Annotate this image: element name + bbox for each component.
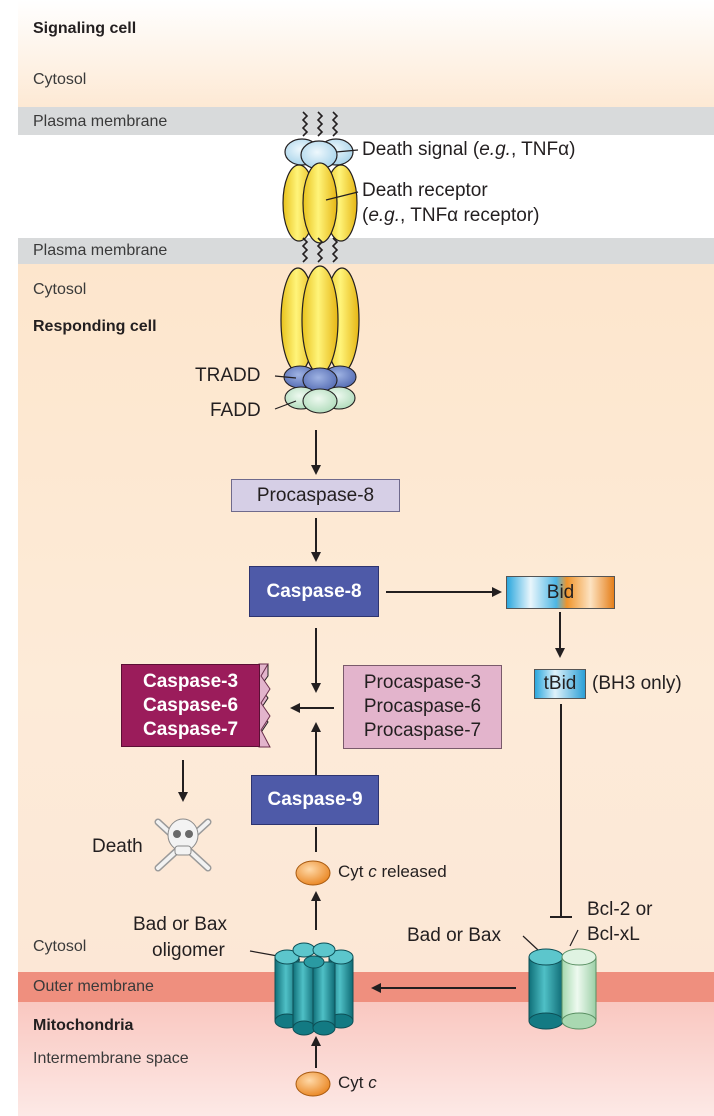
caspase8-box: Caspase-8 xyxy=(249,566,379,617)
caspase3-label: Caspase-3 xyxy=(142,670,239,692)
procaspase7-label: Procaspase-7 xyxy=(363,720,482,741)
intermembrane-space-label: Intermembrane space xyxy=(33,1050,189,1067)
cytosol-top-label: Cytosol xyxy=(33,71,87,88)
bad-bax-oligomer-label-line1: Bad or Bax xyxy=(133,914,227,935)
caspase9-box: Caspase-9 xyxy=(251,775,379,825)
mitochondria-region xyxy=(18,1002,714,1116)
caspase7-label: Caspase-7 xyxy=(142,718,239,740)
cleavage-zigzag-icon xyxy=(258,663,271,748)
cytosol-low-label: Cytosol xyxy=(33,938,87,955)
tradd-protein-icon xyxy=(283,365,357,393)
intercellular-space xyxy=(18,135,714,238)
signaling-cell-cytosol-region xyxy=(18,0,714,107)
cytosol-mid-label: Cytosol xyxy=(33,281,87,298)
death-receptor-leader xyxy=(325,191,359,201)
fadd-label: FADD xyxy=(210,400,261,421)
caspase6-label: Caspase-6 xyxy=(142,694,239,716)
plasma-membrane-top-label: Plasma membrane xyxy=(33,113,168,130)
bh3-only-label: (BH3 only) xyxy=(592,673,682,694)
bcl2-label-line1: Bcl-2 or xyxy=(587,899,653,920)
signaling-cell-label: Signaling cell xyxy=(33,20,137,37)
bid-box: Bid xyxy=(506,576,615,609)
plasma-membrane-bottom-label: Plasma membrane xyxy=(33,242,168,259)
caspase8-label: Caspase-8 xyxy=(266,580,362,602)
death-label: Death xyxy=(92,836,143,857)
fadd-protein-icon xyxy=(284,386,356,414)
death-receptor-intracellular-icon xyxy=(280,265,360,375)
death-receptor-extracellular-icon xyxy=(282,162,358,244)
fadd-leader xyxy=(274,400,297,410)
bad-or-bax-label: Bad or Bax xyxy=(407,925,501,946)
bcl2-label-line2: Bcl-xL xyxy=(587,924,640,945)
responding-cell-cytosol-region xyxy=(18,264,714,972)
skull-crossbones-icon xyxy=(154,818,212,872)
tbid-box: tBid xyxy=(534,669,586,699)
responding-cell-label: Responding cell xyxy=(33,318,157,335)
death-signal-leader xyxy=(335,149,359,153)
tradd-leader xyxy=(274,375,297,379)
procaspases-357-box: Procaspase-3 Procaspase-6 Procaspase-7 xyxy=(343,665,502,749)
tradd-label: TRADD xyxy=(195,365,261,386)
mitochondria-label: Mitochondria xyxy=(33,1017,134,1034)
outer-membrane-label: Outer membrane xyxy=(33,978,154,995)
executioner-caspases-box: Caspase-3 Caspase-6 Caspase-7 xyxy=(121,664,260,747)
caspase9-label: Caspase-9 xyxy=(267,789,363,810)
bad-bax-oligomer-label-line2: oligomer xyxy=(152,940,225,961)
procaspase8-label: Procaspase-8 xyxy=(256,484,375,506)
bad-bax-oligomer-pore-icon xyxy=(274,942,354,1036)
cyt-c-icon xyxy=(295,1071,331,1097)
death-receptor-label: Death receptor xyxy=(362,180,488,201)
procaspase6-label: Procaspase-6 xyxy=(363,696,482,717)
bid-label: Bid xyxy=(546,581,575,603)
membrane-anchor-squiggles-bottom xyxy=(301,237,339,263)
bad-bax-leader xyxy=(522,935,539,951)
cyt-c-label: Cyt c xyxy=(338,1073,377,1092)
membrane-anchor-squiggles-top xyxy=(301,111,339,137)
death-signal-label: Death signal (e.g., TNFα) xyxy=(362,139,576,160)
cyt-c-released-label: Cyt c released xyxy=(338,862,447,881)
bcl2-leader xyxy=(569,929,579,947)
plasma-membrane-top-band xyxy=(18,107,714,135)
cyt-c-released-icon xyxy=(295,860,331,886)
procaspase3-label: Procaspase-3 xyxy=(363,672,482,693)
death-receptor-example-label: (e.g., TNFα receptor) xyxy=(362,205,540,226)
procaspase8-box: Procaspase-8 xyxy=(231,479,400,512)
plasma-membrane-bottom-band xyxy=(18,238,714,264)
outer-membrane-band xyxy=(18,972,714,1002)
bad-bax-bcl2-pair-icon xyxy=(528,948,597,1030)
tbid-label: tBid xyxy=(543,673,577,694)
